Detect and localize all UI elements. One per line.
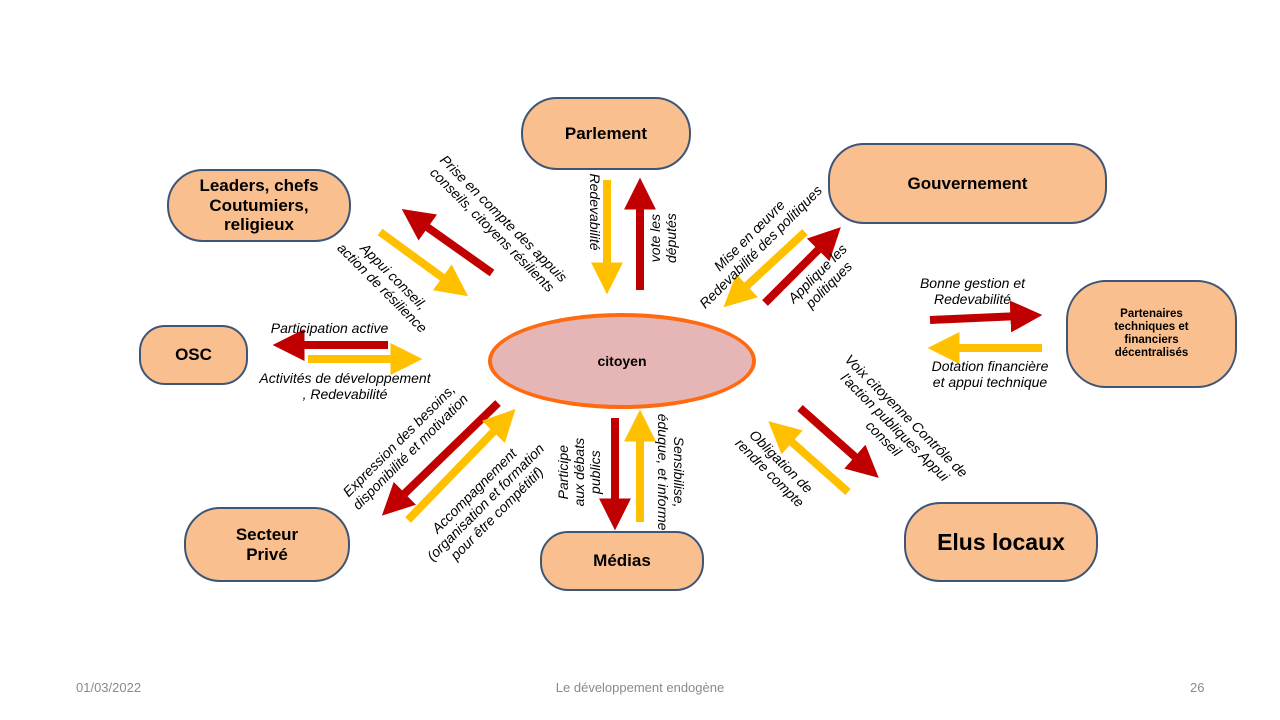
arrow-elus-voix <box>797 405 879 478</box>
arrow-secteur-expression <box>381 400 501 516</box>
medias-label: Médias <box>593 551 651 571</box>
footer-page-number: 26 <box>1190 680 1205 695</box>
node-gouvernement: Gouvernement <box>828 143 1107 224</box>
leaders-label-line2: Coutumiers, <box>209 195 309 215</box>
arrow-leaders-prise-en-compte <box>401 209 495 277</box>
arrow-elus-obligation <box>768 421 851 495</box>
arrow-ptf-bonne-gestion <box>929 300 1043 333</box>
arrow-leaders-appui <box>377 228 469 297</box>
elus-label: Elus locaux <box>937 528 1065 555</box>
footer-title: Le développement endogène <box>555 680 725 695</box>
partenaires-label-line2: techniques et <box>1114 320 1189 333</box>
leaders-label-line1: Leaders, chefs <box>199 176 319 196</box>
arrow-gouvernement-redevabilite <box>723 229 808 308</box>
node-medias: Médias <box>540 531 704 591</box>
osc-label: OSC <box>175 345 212 365</box>
label-parlement-redevabilite: Redevabilité <box>587 173 604 251</box>
label-osc-activites: Activités de développement, Redevabilité <box>259 370 431 403</box>
citoyen-ellipse: citoyen <box>488 313 756 409</box>
node-elus-locaux: Elus locaux <box>904 502 1098 582</box>
footer-date: 01/03/2022 <box>76 680 142 695</box>
label-osc-participation: Participation active <box>270 320 389 336</box>
node-leaders: Leaders, chefs Coutumiers, religieux <box>167 169 351 242</box>
leaders-label-line3: religieux <box>224 215 294 235</box>
secteur-label-line1: Secteur <box>235 524 299 544</box>
partenaires-label-line4: décentralisés <box>1114 347 1189 360</box>
citoyen-label: citoyen <box>597 353 647 369</box>
node-osc: OSC <box>139 325 248 385</box>
partenaires-label-line1: Partenaires <box>1120 307 1183 320</box>
label-medias-sensibilise: Sensibilise,éduque, et informe <box>655 413 688 531</box>
node-partenaires: Partenaires techniques et financiers déc… <box>1066 280 1237 388</box>
secteur-label-line2: Privé <box>246 544 288 564</box>
partenaires-label-line3: financiers <box>1124 334 1179 346</box>
arrow-secteur-accompagnement <box>405 408 516 523</box>
arrow-gouvernement-applique <box>762 227 841 306</box>
node-secteur-prive: Secteur Privé <box>184 507 350 582</box>
gouvernement-label: Gouvernement <box>907 173 1028 193</box>
node-parlement: Parlement <box>521 97 691 170</box>
parlement-label: Parlement <box>564 123 648 143</box>
